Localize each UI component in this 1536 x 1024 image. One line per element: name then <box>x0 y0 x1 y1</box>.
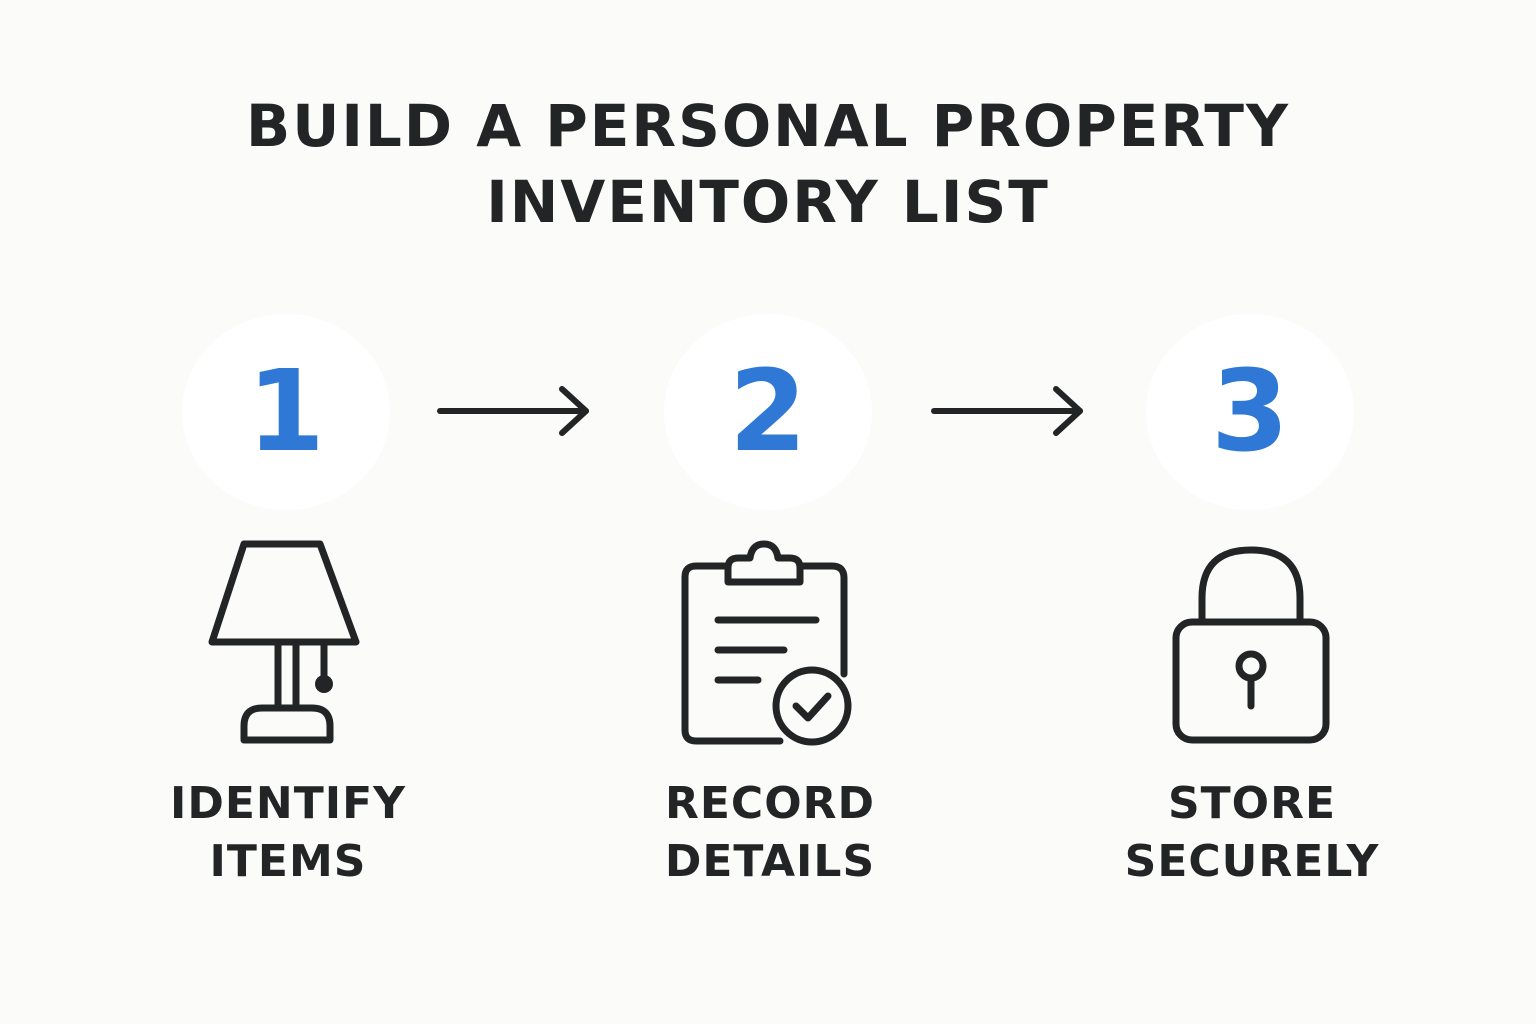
arrow-right-icon <box>931 386 1083 436</box>
step-1-label: IDENTIFY ITEMS <box>108 775 468 891</box>
title-line-1: BUILD A PERSONAL PROPERTY <box>246 92 1290 160</box>
step-3-label-line-2: SECURELY <box>1124 836 1380 887</box>
step-3-label-line-1: STORE <box>1167 778 1337 829</box>
step-2-label-line-2: DETAILS <box>664 836 876 887</box>
clipboard-check-icon <box>681 540 852 746</box>
step-3-label: STORE SECURELY <box>1072 775 1432 891</box>
step-1-number: 1 <box>247 347 325 477</box>
lock-icon <box>1172 546 1330 744</box>
step-2-label: RECORD DETAILS <box>590 775 950 891</box>
step-3-number: 3 <box>1211 347 1289 477</box>
step-2-number-circle: 2 <box>664 314 872 510</box>
step-1-label-line-2: ITEMS <box>209 836 367 887</box>
lamp-icon <box>208 540 360 744</box>
title-line-2: INVENTORY LIST <box>486 168 1050 236</box>
step-3-number-circle: 3 <box>1146 314 1354 510</box>
step-1-label-line-1: IDENTIFY <box>169 778 407 829</box>
step-1-number-circle: 1 <box>182 314 390 510</box>
step-2-label-line-1: RECORD <box>664 778 876 829</box>
step-2-number: 2 <box>729 347 807 477</box>
arrow-right-icon <box>437 386 589 436</box>
page-title: BUILD A PERSONAL PROPERTY INVENTORY LIST <box>0 88 1536 240</box>
